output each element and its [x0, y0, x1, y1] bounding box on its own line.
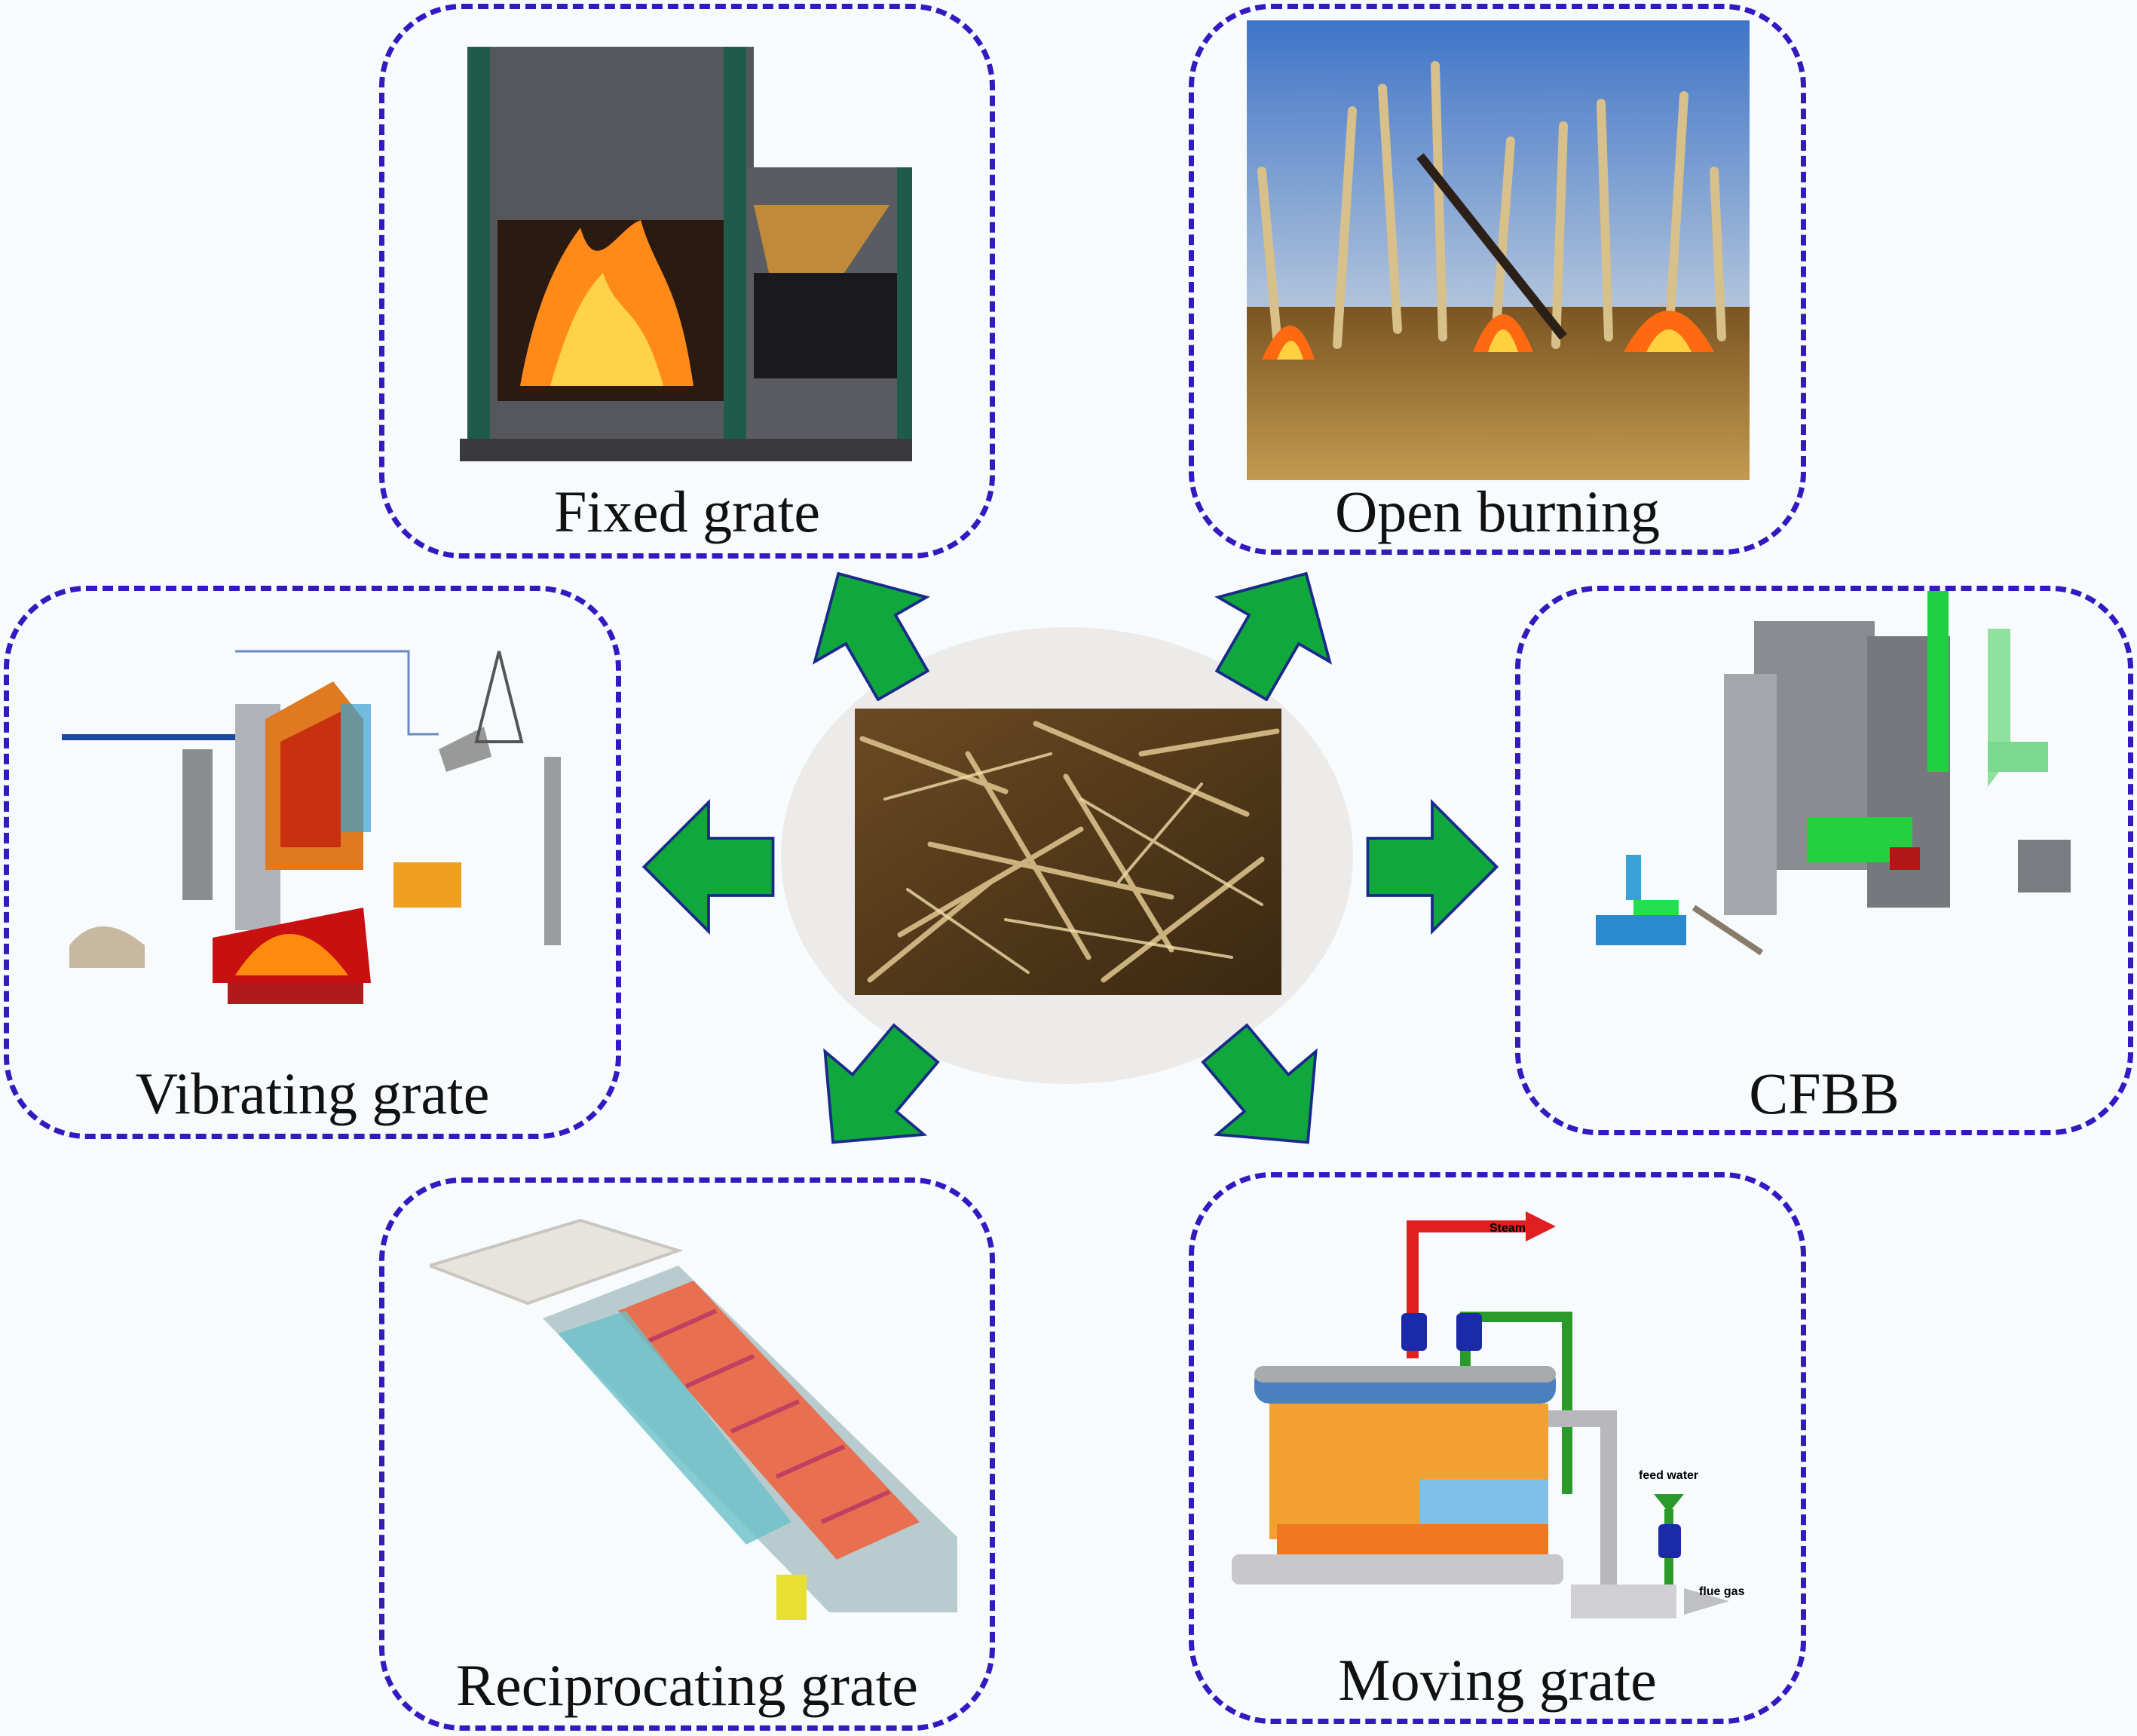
valve-icon	[1401, 1313, 1427, 1351]
label-moving-grate: Moving grate	[1338, 1647, 1657, 1713]
cfbb-plant-image	[1596, 591, 2071, 956]
panel-moving-grate: Steam flue gas feed water Moving grate	[1189, 1172, 1806, 1724]
moving-grate-boiler-diagram: Steam flue gas feed water	[1232, 1211, 1745, 1618]
label-fixed-grate: Fixed grate	[553, 479, 821, 544]
reciprocating-grate-model-image	[430, 1218, 957, 1620]
valve-icon	[1658, 1524, 1681, 1558]
arrow-to-reciprocating-grate	[823, 1023, 940, 1144]
valve-icon	[1456, 1313, 1482, 1351]
open-burning-photo	[1247, 20, 1750, 480]
panel-reciprocating-grate: Reciprocating grate	[379, 1177, 995, 1731]
label-cfbb: CFBB	[1749, 1061, 1900, 1126]
arrow-to-cfbb	[1366, 798, 1499, 935]
flue-gas-label: flue gas	[1699, 1585, 1745, 1598]
label-reciprocating-grate: Reciprocating grate	[456, 1652, 918, 1718]
arrow-to-open-burning	[1214, 571, 1333, 701]
label-open-burning: Open burning	[1334, 479, 1661, 544]
fixed-grate-boiler-image	[460, 47, 912, 461]
panel-open-burning: Open burning	[1189, 4, 1806, 555]
vibrating-grate-plant-image	[62, 650, 561, 1004]
arrow-to-moving-grate	[1201, 1023, 1318, 1144]
arrow-to-fixed-grate	[812, 571, 930, 701]
panel-cfbb: CFBB	[1515, 586, 2133, 1135]
straw-image	[855, 709, 1281, 995]
feed-water-label: feed water	[1639, 1469, 1698, 1482]
steam-label: Steam	[1489, 1222, 1526, 1235]
panel-fixed-grate: Fixed grate	[379, 4, 995, 559]
panel-vibrating-grate: Vibrating grate	[4, 586, 621, 1139]
arrow-to-vibrating-grate	[641, 798, 775, 935]
label-vibrating-grate: Vibrating grate	[135, 1061, 490, 1126]
